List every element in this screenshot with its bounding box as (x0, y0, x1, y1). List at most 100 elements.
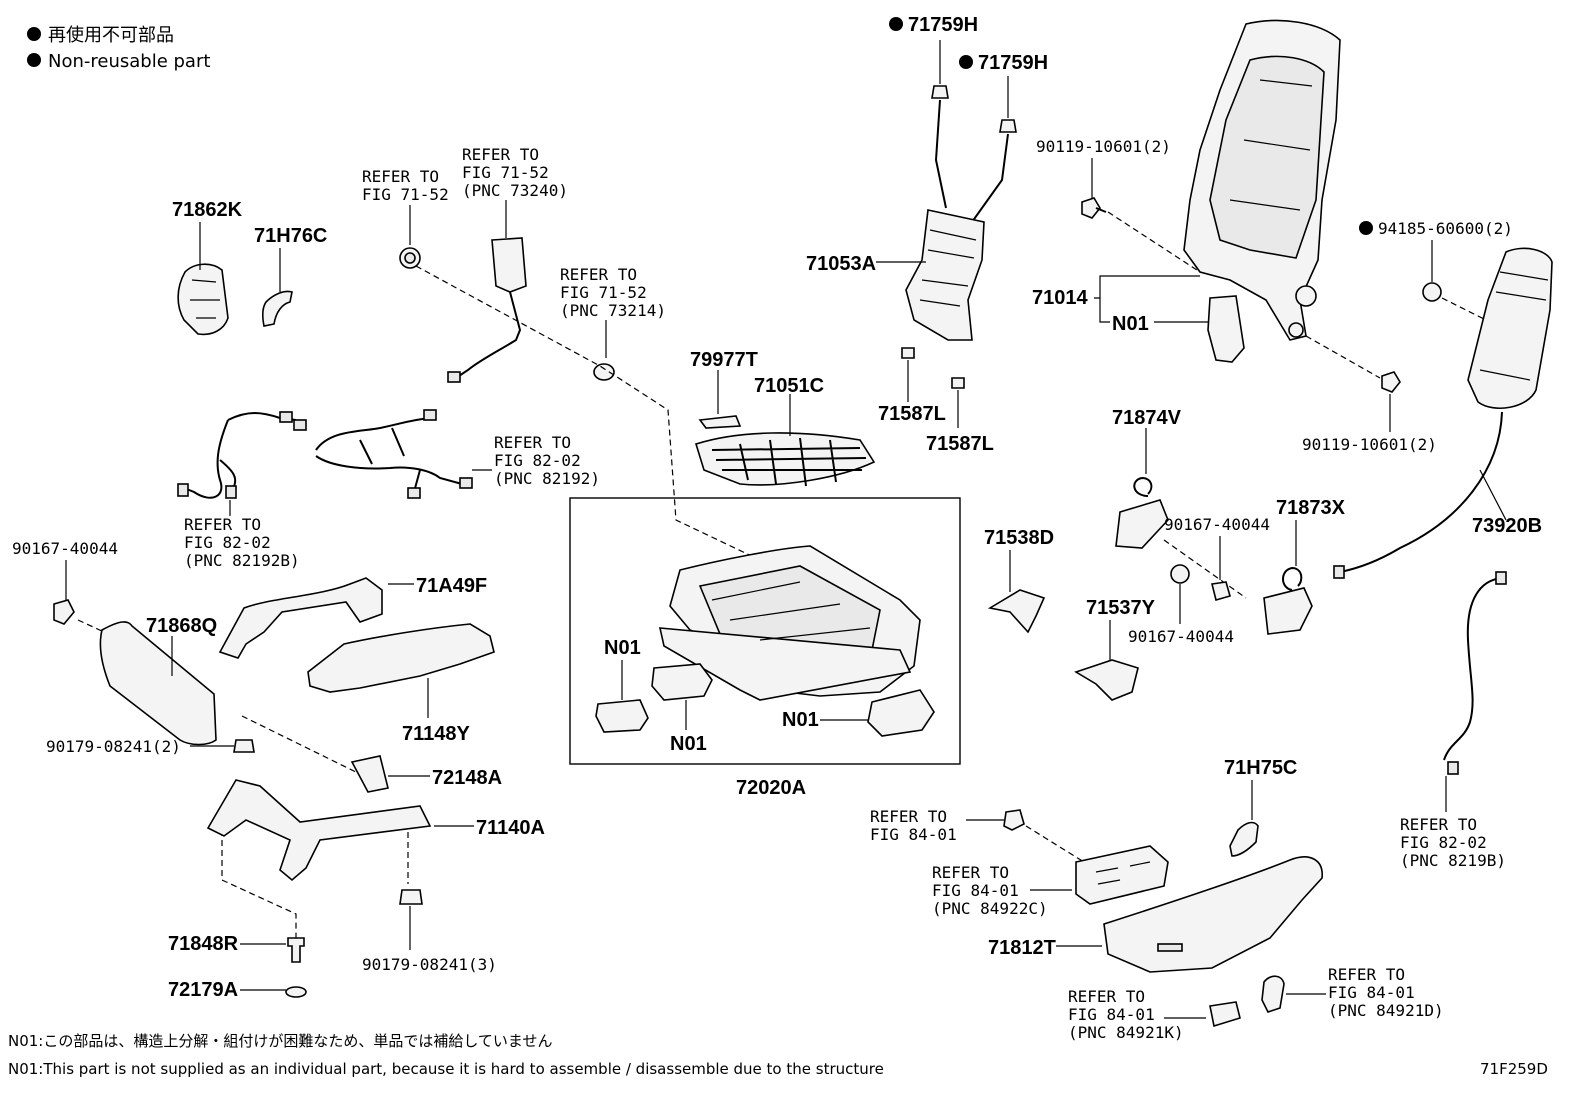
part-label: 71051C (754, 375, 824, 397)
part-label: 90167-40044 (1164, 515, 1270, 534)
part-label: 90119-10601(2) (1036, 137, 1171, 156)
refer-text: FIG 82-02 (494, 451, 581, 470)
non-reusable-dot-icon (27, 53, 41, 67)
part-90179-08241-a: 90179-08241(2) (46, 715, 409, 938)
part-72148a-bracket: 72148A (350, 755, 502, 793)
legend: 再使用不可部品 Non-reusable part (27, 25, 210, 72)
refer-fig-84-01-c-knob: REFER TO FIG 84-01 (PNC 84921K) (1068, 987, 1241, 1042)
part-label: 71587L (926, 433, 994, 455)
part-label: 90167-40044 (1128, 627, 1234, 646)
part-label: 71812T (988, 937, 1056, 959)
harness-82192: REFER TO FIG 82-02 (PNC 82192) (315, 409, 600, 499)
refer-text: (PNC 82192) (494, 469, 600, 488)
part-71537y-cover: 71537Y (1074, 597, 1156, 701)
assembly-line (415, 265, 761, 561)
refer-fig-84-01-d-knob: REFER TO FIG 84-01 (PNC 84921D) (1261, 965, 1444, 1020)
refer-text: FIG 84-01 (1068, 1005, 1155, 1024)
part-label: 90179-08241(2) (46, 737, 181, 756)
refer-fig-82-02-c-harness: REFER TO FIG 82-02 (PNC 8219B) (1400, 571, 1507, 870)
part-label: N01 (782, 709, 819, 731)
refer-text: REFER TO (560, 265, 637, 284)
part-label: 72179A (168, 979, 238, 1001)
note-jp: N01:この部品は、構造上分解・組付けが困難なため、単品では補給していません (8, 1032, 552, 1050)
part-73920b-cable: 73920B (1333, 247, 1553, 579)
refer-text: REFER TO (1400, 815, 1477, 834)
refer-fig-71-52-b-seatbelt: REFER TO FIG 71-52 (PNC 73240) (447, 145, 568, 383)
refer-text: REFER TO (494, 433, 571, 452)
refer-text: REFER TO (1328, 965, 1405, 984)
refer-text: FIG 82-02 (184, 533, 271, 552)
bolt-icon (1170, 564, 1190, 584)
refer-fig-84-01-b-switch: REFER TO FIG 84-01 (PNC 84922C) (932, 845, 1169, 918)
refer-fig-84-01-a: REFER TO FIG 84-01 (870, 807, 1085, 863)
part-90179-08241-b: 90179-08241(3) (362, 889, 497, 974)
part-label: 79977T (690, 349, 758, 371)
part-71014-label-group: 71014 N01 (1032, 275, 1381, 379)
part-71140a-rail-bracket: 71140A (206, 779, 545, 882)
part-label: 71759H (908, 14, 978, 36)
footnotes: N01:この部品は、構造上分解・組付けが困難なため、単品では補給していません N… (8, 1032, 1548, 1078)
refer-text: FIG 84-01 (932, 881, 1019, 900)
refer-text: REFER TO (462, 145, 539, 164)
part-71h76c-trim: 71H76C (254, 225, 327, 327)
part-71587l-a: 71587L (878, 347, 946, 425)
part-71a49f-bracket: 71A49F (218, 575, 487, 659)
part-90119-10601-a: 90119-10601(2) (1036, 137, 1201, 273)
nut-icon (399, 889, 423, 905)
motor-icon (1207, 295, 1245, 363)
part-label: 90179-08241(3) (362, 955, 497, 974)
part-71759h-a: 71759H (889, 14, 978, 99)
part-72179a-washer: 72179A (168, 979, 307, 1001)
refer-text: FIG 71-52 (462, 163, 549, 182)
part-label: 72148A (432, 767, 502, 789)
refer-text: FIG 71-52 (362, 185, 449, 204)
part-label: 71053A (806, 253, 876, 275)
part-71587l-b: 71587L (926, 377, 994, 455)
part-71812t-shield: 71812T (988, 856, 1323, 973)
refer-text: (PNC 84922C) (932, 899, 1048, 918)
non-reusable-dot-icon (1359, 221, 1373, 235)
refer-fig-71-52-c: REFER TO FIG 71-52 (PNC 73214) (560, 265, 666, 381)
motor-icon (867, 689, 935, 737)
non-reusable-dot-icon (889, 17, 903, 31)
part-71148y-cover: 71148Y (307, 623, 495, 745)
part-label: 94185-60600(2) (1378, 219, 1513, 238)
part-label: 71140A (476, 817, 545, 839)
refer-text: REFER TO (870, 807, 947, 826)
note-en: N01:This part is not supplied as an indi… (8, 1060, 884, 1078)
part-label: 71H75C (1224, 757, 1297, 779)
refer-text: REFER TO (1068, 987, 1145, 1006)
assembly-box (569, 497, 961, 765)
refer-text: FIG 82-02 (1400, 833, 1487, 852)
part-90167-40044-a: 90167-40044 (1164, 515, 1270, 601)
refer-text: FIG 84-01 (1328, 983, 1415, 1002)
part-label: 71862K (172, 199, 243, 221)
part-label: 71014 (1032, 287, 1088, 309)
refer-text: FIG 71-52 (560, 283, 647, 302)
motor-icon (651, 663, 713, 701)
refer-text: (PNC 8219B) (1400, 851, 1506, 870)
nut-icon (1422, 282, 1442, 302)
part-label: 73920B (1472, 515, 1542, 537)
refer-text: REFER TO (362, 167, 439, 186)
part-90119-10601-b: 90119-10601(2) (1302, 371, 1437, 454)
part-71014-seatback-frame (1183, 19, 1341, 341)
part-label: 71538D (984, 527, 1054, 549)
part-label: 71H76C (254, 225, 327, 247)
refer-text: (PNC 82192B) (184, 551, 300, 570)
refer-fig-71-52-a: REFER TO FIG 71-52 (362, 167, 449, 269)
part-71538d-cover: 71538D (984, 527, 1054, 634)
part-71868q-cover: 71868Q (99, 615, 217, 746)
part-label: 71587L (878, 403, 946, 425)
part-79977t-pad: 79977T (690, 349, 758, 429)
part-label: 71868Q (146, 615, 217, 637)
screw-icon (1003, 809, 1025, 831)
part-71874v-bracket: 71874V (1112, 407, 1247, 599)
part-71848r-bolt: 71848R (168, 933, 305, 963)
part-71h75c-trim: 71H75C (1224, 757, 1297, 857)
refer-text: REFER TO (184, 515, 261, 534)
part-90167-40044-b: 90167-40044 (1128, 564, 1234, 646)
part-71051c-spring-mat: 71051C (695, 375, 876, 487)
part-71862k-cover: 71862K (172, 199, 243, 336)
